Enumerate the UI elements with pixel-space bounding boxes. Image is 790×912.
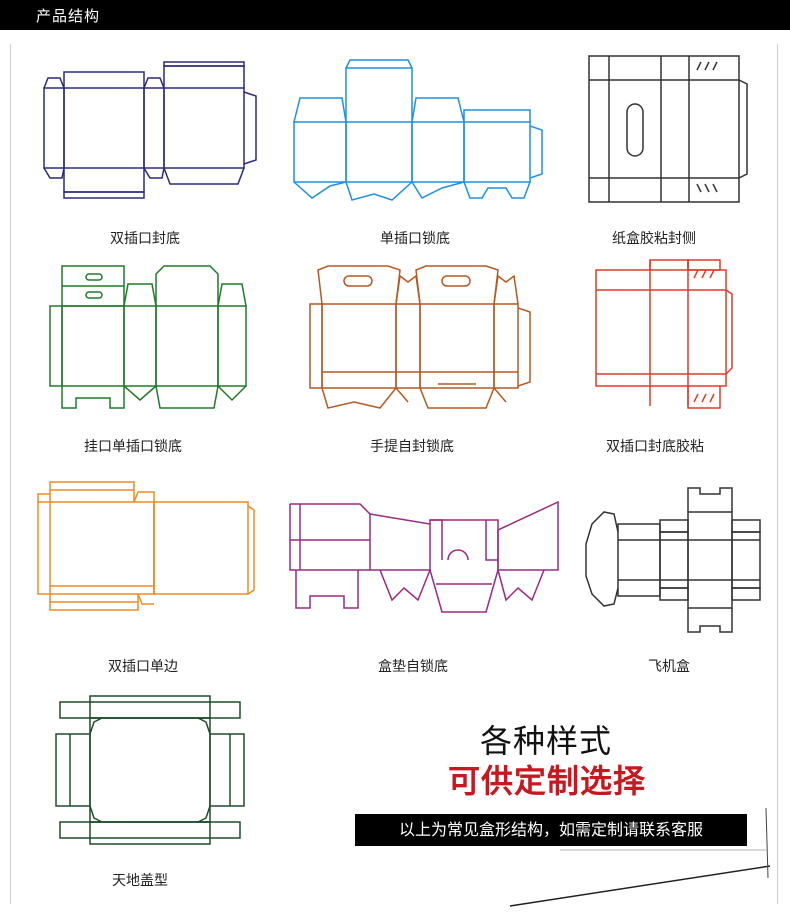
caption-8: 盒垫自锁底 (378, 659, 448, 675)
diagram-single-tuck-lock-bottom (292, 58, 547, 213)
dieline-double-tuck-sealed-bottom (43, 61, 257, 199)
slogan-line-1: 各种样式 (480, 722, 613, 760)
diagram-mailer-box (584, 484, 766, 636)
diagram-double-tuck-sealed-bottom (40, 60, 260, 205)
dieline-handle-self-lock-bottom (309, 265, 531, 409)
dieline-lid-and-base (55, 695, 245, 845)
caption-9: 飞机盒 (648, 659, 690, 675)
caption-10: 天地盖型 (112, 873, 168, 889)
caption-5: 手提自封锁底 (370, 439, 454, 455)
caption-1: 双插口封底 (110, 231, 180, 247)
dieline-hanger-single-tuck-lock-bottom (49, 265, 247, 409)
caption-7: 双插口单边 (108, 659, 178, 675)
diagram-pad-self-lock-bottom (286, 496, 564, 616)
dieline-pad-self-lock-bottom (289, 500, 559, 613)
section-header: 产品结构 (0, 0, 790, 30)
custom-notice-banner: 以上为常见盒形结构，如需定制请联系客服 (355, 814, 747, 846)
caption-6: 双插口封底胶粘 (606, 439, 704, 455)
diagram-hanger-single-tuck-lock-bottom (48, 262, 253, 414)
slogan-line-2: 可供定制选择 (448, 762, 647, 800)
dieline-double-tuck-single-side (37, 481, 255, 611)
dieline-glued-side-seal (588, 55, 748, 203)
caption-4: 挂口单插口锁底 (84, 439, 182, 455)
diagram-handle-self-lock-bottom (308, 262, 536, 414)
caption-3: 纸盒胶粘封侧 (612, 231, 696, 247)
caption-2: 单插口锁底 (380, 231, 450, 247)
dieline-double-tuck-glued-bottom (595, 259, 733, 409)
dieline-mailer-box (585, 487, 761, 633)
decorative-stroke-1 (509, 865, 771, 907)
diagram-lid-and-base (52, 690, 248, 850)
section-title: 产品结构 (36, 7, 101, 25)
decorative-stroke-2 (765, 807, 769, 879)
diagram-double-tuck-single-side (34, 478, 256, 618)
dieline-single-tuck-lock-bottom (293, 59, 543, 201)
diagram-double-tuck-glued-bottom (592, 256, 737, 418)
diagram-glued-side-seal (585, 52, 750, 207)
content-frame (10, 44, 778, 904)
